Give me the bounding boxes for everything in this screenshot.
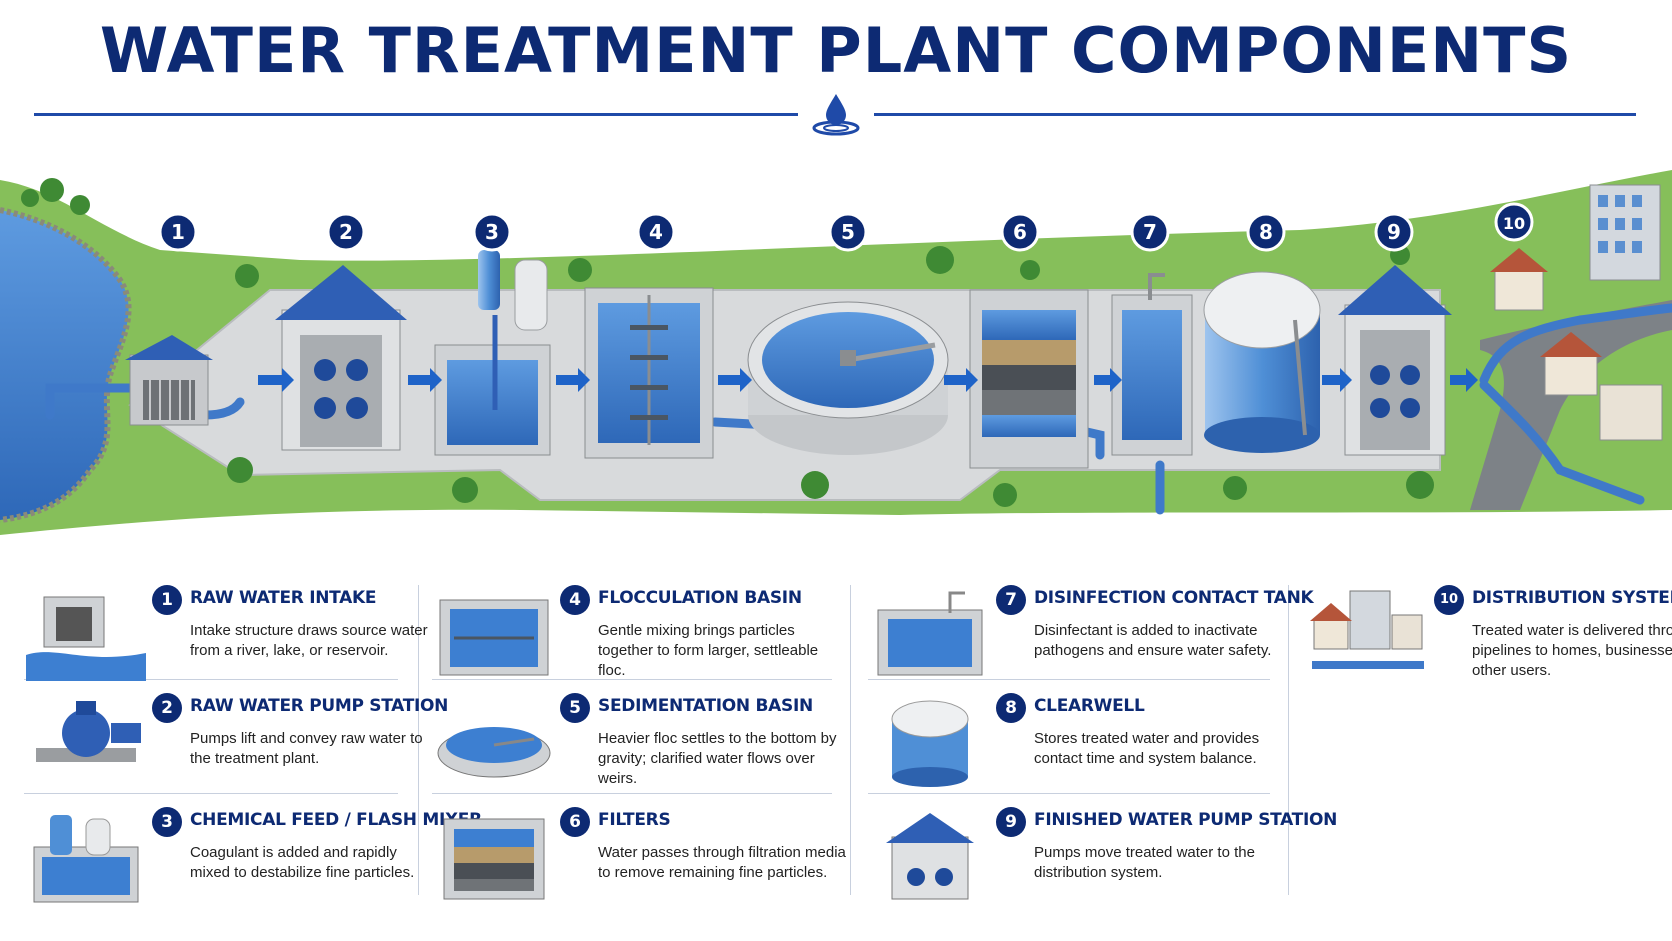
legend-divider — [868, 679, 1270, 680]
sedimentation-clarifier — [747, 301, 949, 455]
river — [0, 210, 129, 520]
legend-title: FILTERS — [598, 810, 671, 830]
sedimentation-icon — [437, 727, 551, 778]
filter-basin — [969, 289, 1089, 469]
legend-description: Treated water is delivered through pipel… — [1472, 622, 1672, 679]
legend-item-6: 6 FILTERS Water passes through filtration … — [432, 807, 846, 917]
legend-number: 2 — [152, 693, 182, 723]
legend-divider — [432, 793, 832, 794]
legend-title: SEDIMENTATION BASIN — [598, 696, 813, 716]
legend-description: Intake structure draws source water from… — [190, 622, 428, 659]
legend-item-8: 8 CLEARWELL Stores treated water and provi… — [868, 693, 1259, 803]
flocculation-icon — [439, 599, 549, 676]
disinfection-tank — [1111, 273, 1193, 456]
legend-divider — [24, 793, 398, 794]
scene-marker-10: 10 — [1494, 202, 1534, 242]
scene-marker-9: 9 — [1374, 212, 1414, 252]
scene-number-markers: 1 2 3 4 5 6 7 8 9 10 — [158, 202, 1534, 252]
scene-marker-label: 3 — [485, 220, 499, 244]
pump-icon — [36, 701, 141, 762]
legend-description: Disinfectant is added to inactivate path… — [1034, 622, 1272, 659]
scene-marker-label: 5 — [841, 220, 855, 244]
legend-divider — [868, 793, 1270, 794]
legend-title: DISTRIBUTION SYSTEM — [1472, 588, 1672, 608]
component-legend: 1 RAW WATER INTAKE Intake structure draws … — [0, 585, 1672, 941]
scene-marker-label: 10 — [1503, 214, 1525, 233]
distribution-buildings — [1490, 184, 1663, 441]
legend-divider — [24, 679, 398, 680]
legend-number: 3 — [152, 807, 182, 837]
scene-marker-label: 9 — [1387, 220, 1401, 244]
water-drop-icon — [812, 94, 860, 136]
legend-description: Coagulant is added and rapidly mixed to … — [190, 844, 415, 881]
scene-marker-8: 8 — [1246, 212, 1286, 252]
scene-marker-label: 1 — [171, 220, 185, 244]
title-divider-left — [34, 113, 798, 116]
scene-marker-label: 7 — [1143, 220, 1157, 244]
finished-pump-icon — [886, 813, 974, 900]
clearwell-tank — [1203, 271, 1321, 453]
legend-description: Water passes through filtration media to… — [598, 844, 846, 881]
plant-process-illustration: 1 2 3 4 5 6 7 8 9 10 — [0, 170, 1672, 535]
scene-marker-label: 4 — [649, 220, 663, 244]
flash-mixer-basin — [434, 250, 551, 456]
legend-title: RAW WATER PUMP STATION — [190, 696, 449, 716]
distribution-icon — [1310, 590, 1424, 669]
legend-description: Gentle mixing brings particles together … — [598, 622, 819, 679]
legend-number: 6 — [560, 807, 590, 837]
scene-marker-1: 1 — [158, 212, 198, 252]
scene-marker-label: 2 — [339, 220, 353, 244]
legend-item-9: 9 FINISHED WATER PUMP STATION Pumps move t… — [868, 807, 1337, 917]
legend-item-2: 2 RAW WATER PUMP STATION Pumps lift and co… — [24, 693, 448, 803]
scene-marker-6: 6 — [1000, 212, 1040, 252]
legend-item-10: 10 DISTRIBUTION SYSTEM Treated water is de… — [1306, 585, 1672, 695]
scene-marker-2: 2 — [326, 212, 366, 252]
legend-title: DISINFECTION CONTACT TANK — [1034, 588, 1314, 608]
road — [1470, 300, 1672, 510]
legend-title: CLEARWELL — [1034, 696, 1145, 716]
legend-number: 9 — [996, 807, 1026, 837]
intake-structure — [125, 335, 213, 426]
legend-item-3: 3 CHEMICAL FEED / FLASH MIXER Coagulant is… — [24, 807, 482, 917]
legend-title: FINISHED WATER PUMP STATION — [1034, 810, 1338, 830]
filter-icon — [443, 818, 545, 900]
legend-item-4: 4 FLOCCULATION BASIN Gentle mixing brings … — [432, 585, 822, 695]
flocculation-basin — [584, 287, 714, 459]
legend-item-7: 7 DISINFECTION CONTACT TANK Disinfectant i… — [868, 585, 1314, 695]
scene-marker-label: 6 — [1013, 220, 1027, 244]
legend-number: 8 — [996, 693, 1026, 723]
page-title: WATER TREATMENT PLANT COMPONENTS — [99, 14, 1573, 87]
disinfection-tank-icon — [877, 591, 983, 676]
legend-number: 5 — [560, 693, 590, 723]
legend-item-5: 5 SEDIMENTATION BASIN Heavier floc settles… — [432, 693, 836, 803]
legend-number: 1 — [152, 585, 182, 615]
legend-number: 10 — [1434, 585, 1464, 615]
legend-number: 4 — [560, 585, 590, 615]
scene-marker-4: 4 — [636, 212, 676, 252]
legend-title: CHEMICAL FEED / FLASH MIXER — [190, 810, 482, 830]
legend-description: Heavier floc settles to the bottom by gr… — [598, 730, 837, 787]
finished-pump-station — [1338, 265, 1452, 456]
legend-description: Pumps move treated water to the distribu… — [1034, 844, 1255, 881]
intake-icon — [26, 596, 146, 681]
legend-divider — [850, 585, 851, 895]
scene-marker-5: 5 — [828, 212, 868, 252]
legend-title: FLOCCULATION BASIN — [598, 588, 802, 608]
scene-marker-3: 3 — [472, 212, 512, 252]
raw-pump-station — [275, 265, 407, 451]
legend-title: RAW WATER INTAKE — [190, 588, 377, 608]
scene-marker-7: 7 — [1130, 212, 1170, 252]
legend-item-1: 1 RAW WATER INTAKE Intake structure draws … — [24, 585, 428, 695]
legend-divider — [432, 679, 832, 680]
legend-description: Stores treated water and provides contac… — [1034, 730, 1260, 767]
clearwell-icon — [891, 700, 969, 787]
title-divider-right — [874, 113, 1636, 116]
legend-description: Pumps lift and convey raw water to the t… — [190, 730, 423, 767]
chemical-feed-icon — [33, 815, 139, 903]
legend-divider — [1288, 585, 1289, 895]
legend-divider — [418, 585, 419, 895]
scene-marker-label: 8 — [1259, 220, 1273, 244]
legend-number: 7 — [996, 585, 1026, 615]
